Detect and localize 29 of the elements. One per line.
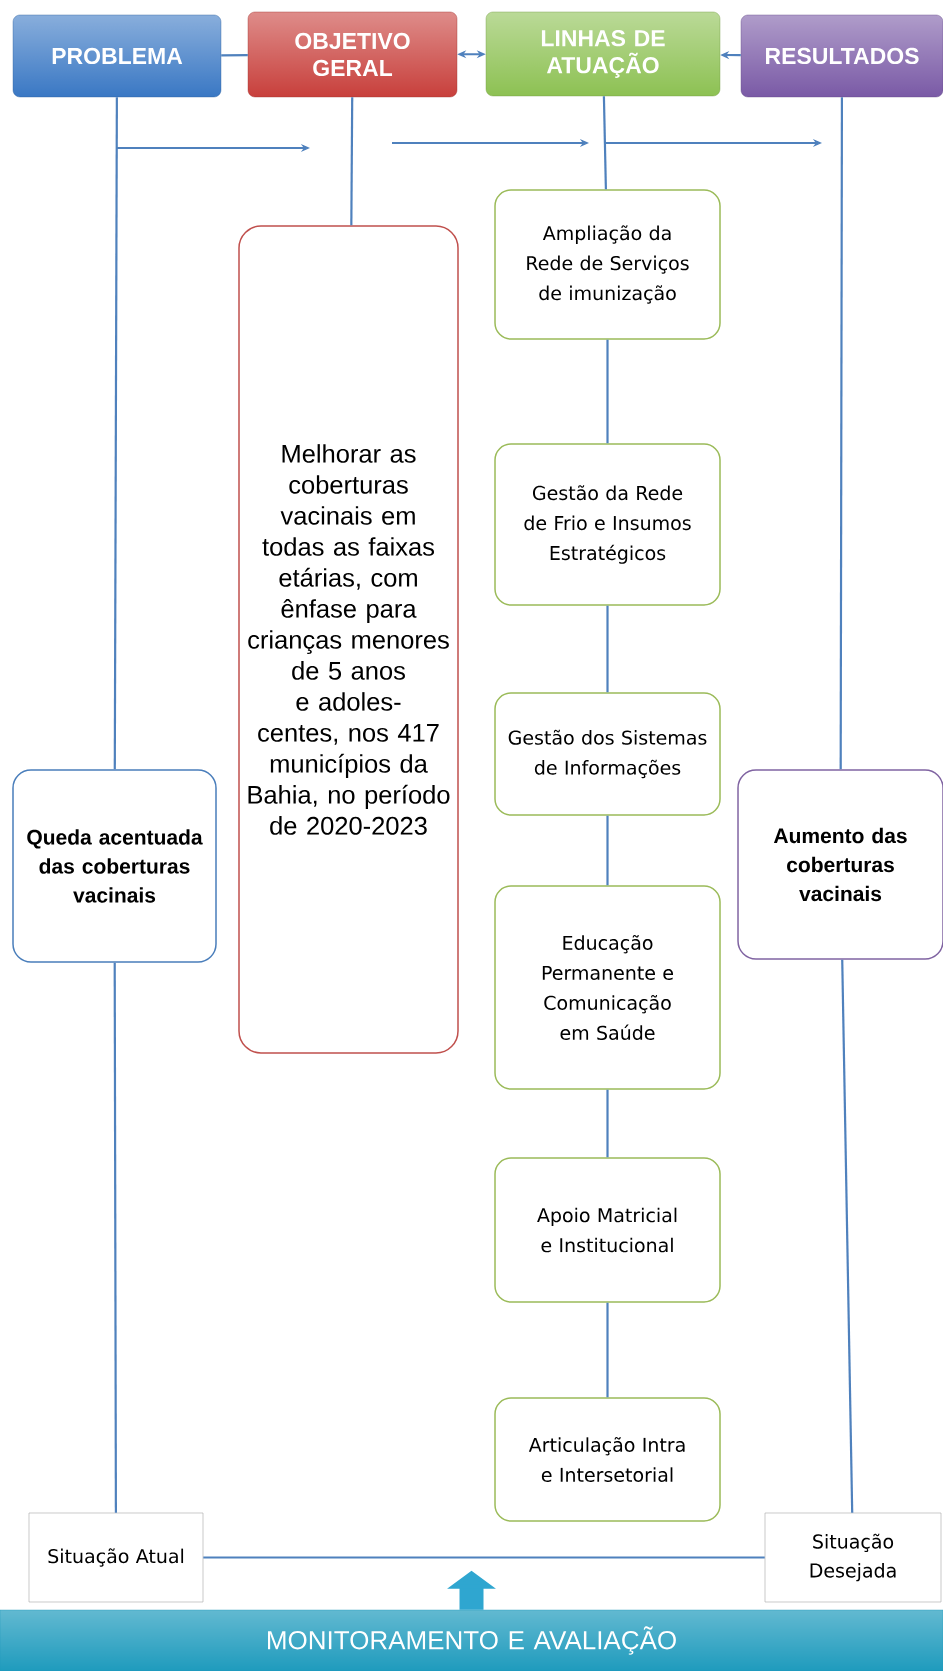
header-box: LINHAS DE ATUAÇÃO: [485, 11, 721, 97]
action-box: Educação Permanente e Comunicação em Saúde: [494, 885, 721, 1090]
connector: [606, 815, 609, 886]
action-box: Ampliação da Rede de Serviços de imunização: [494, 189, 721, 340]
connector: [839, 97, 844, 770]
header-box: RESULTADOS: [740, 14, 943, 98]
action-box: Gestão dos Sistemas de Informações: [494, 692, 721, 816]
action-box: Apoio Matricial e Institucional: [494, 1157, 721, 1303]
connector: [350, 97, 354, 226]
problem-box: Queda acentuada das coberturas vacinais: [12, 769, 217, 963]
connector: [602, 96, 607, 190]
result-box: Aumento das coberturas vacinais: [737, 769, 943, 960]
action-box: Gestão da Rede de Frio e Insumos Estratégicos: [494, 443, 721, 606]
action-box: Articulação Intra e Intersetorial: [494, 1397, 721, 1522]
connector: [221, 54, 248, 57]
connector: [606, 1302, 609, 1398]
header-box: OBJETIVO GERAL: [247, 11, 458, 98]
objective-box: Melhorar as coberturas vacinais em todas as faixas etárias, com ênfase para crianças menores de 5 anos e adoles-centes, nos 417 municípios da Bahia, no período de 2020-2023: [238, 225, 459, 1054]
situation-box: Situação Atual: [28, 1512, 204, 1603]
monitoring-band: MONITORAMENTO E AVALIAÇÃO: [0, 1609, 943, 1671]
connector: [203, 1556, 765, 1559]
connector: [113, 97, 118, 770]
connector: [606, 1089, 609, 1158]
header-box: PROBLEMA: [12, 14, 222, 98]
connector: [113, 962, 117, 1513]
connector: [841, 959, 854, 1513]
connector: [606, 339, 609, 444]
connector: [606, 605, 609, 693]
situation-box: Situação Desejada: [764, 1512, 942, 1603]
